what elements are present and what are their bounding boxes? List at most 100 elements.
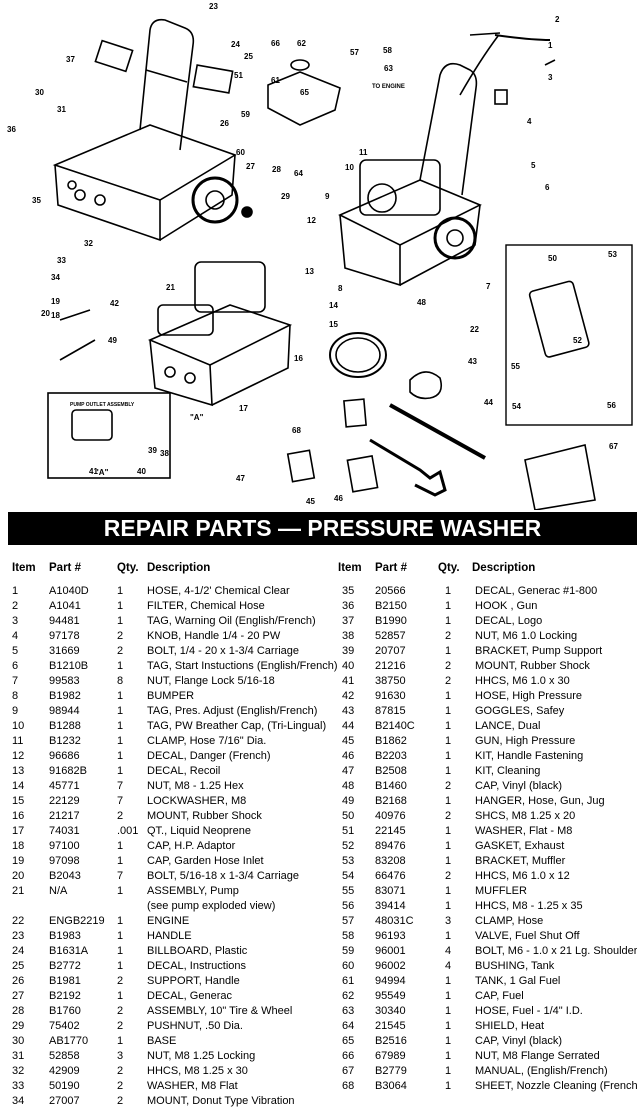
callout-62: 62 bbox=[297, 39, 306, 48]
table-cell-item: 51 bbox=[342, 825, 355, 837]
table-cell-item: 42 bbox=[342, 690, 355, 702]
table-cell-desc: NUT, M6 1.0 Locking bbox=[475, 630, 578, 642]
table-cell-desc: BOLT, 5/16-18 x 1-3/4 Carriage bbox=[147, 870, 300, 882]
table-cell-qty: 2 bbox=[445, 810, 452, 822]
callout-24: 24 bbox=[231, 40, 240, 49]
table-cell-item: 34 bbox=[12, 1095, 25, 1107]
table-cell-desc: HANGER, Hose, Gun, Jug bbox=[475, 795, 605, 807]
table-cell-desc: HOSE, 4-1/2' Chemical Clear bbox=[147, 585, 290, 597]
table-cell-item: 64 bbox=[342, 1020, 355, 1032]
fuel-tank bbox=[267, 71, 341, 126]
callout-42: 42 bbox=[110, 299, 119, 308]
table-cell-item: 33 bbox=[12, 1080, 25, 1092]
table-cell-desc: CLAMP, Hose bbox=[475, 915, 544, 927]
table-cell-desc: KIT, Handle Fastening bbox=[475, 750, 584, 762]
table-cell-desc: DECAL, Recoil bbox=[147, 765, 221, 777]
table-cell-desc: CAP, Garden Hose Inlet bbox=[147, 855, 264, 867]
table-cell-qty: 1 bbox=[117, 600, 124, 612]
callout-10: 10 bbox=[345, 163, 354, 172]
table-cell-desc: WASHER, Flat - M8 bbox=[475, 825, 573, 837]
callout-6: 6 bbox=[545, 183, 550, 192]
table-cell-item: 1 bbox=[12, 585, 19, 597]
table-cell-item: 66 bbox=[342, 1050, 355, 1062]
table-cell-desc: ASSEMBLY, 10" Tire & Wheel bbox=[147, 1005, 293, 1017]
table-cell-qty: 1 bbox=[445, 720, 452, 732]
table-cell-qty: 1 bbox=[445, 885, 452, 897]
table-cell-qty: 2 bbox=[117, 810, 124, 822]
table-cell-desc: MUFFLER bbox=[475, 885, 527, 897]
table-cell-part: B1288 bbox=[49, 720, 81, 732]
table-cell-desc: HOOK , Gun bbox=[475, 600, 538, 612]
table-cell-qty: 1 bbox=[117, 690, 124, 702]
table-cell-item: 7 bbox=[12, 675, 19, 687]
table-cell-item: 3 bbox=[12, 615, 19, 627]
callout-30: 30 bbox=[35, 88, 44, 97]
table-cell-qty: 1 bbox=[445, 825, 452, 837]
callout-40: 40 bbox=[137, 467, 146, 476]
table-cell-item: 5 bbox=[12, 645, 19, 657]
table-cell-item: 39 bbox=[342, 645, 355, 657]
table-cell-item: 35 bbox=[342, 585, 355, 597]
table-cell-part: 21545 bbox=[375, 1020, 406, 1032]
table-cell-part: 98944 bbox=[49, 705, 80, 717]
callout-29: 29 bbox=[281, 192, 290, 201]
table-cell-desc: DECAL, Instructions bbox=[147, 960, 247, 972]
callout-20: 20 bbox=[41, 309, 50, 318]
table-cell-desc: ASSEMBLY, Pump bbox=[147, 885, 239, 897]
table-cell-item: 6 bbox=[12, 660, 19, 672]
table-cell-item: 43 bbox=[342, 705, 355, 717]
table-cell-desc: TAG, PW Breather Cap, (Tri-Lingual) bbox=[147, 720, 327, 732]
table-cell-item: 56 bbox=[342, 900, 355, 912]
table-cell-desc: MOUNT, Rubber Shock bbox=[147, 810, 262, 822]
table-cell-part: B2150 bbox=[375, 600, 407, 612]
table-cell-part: 83208 bbox=[375, 855, 406, 867]
callout-35: 35 bbox=[32, 196, 41, 205]
table-cell-qty: 2 bbox=[117, 630, 124, 642]
table-cell-qty: 1 bbox=[117, 1035, 124, 1047]
table-cell-qty: 1 bbox=[445, 930, 452, 942]
table-cell-item: 30 bbox=[12, 1035, 25, 1047]
table-cell-qty: 1 bbox=[117, 750, 124, 762]
callout-23: 23 bbox=[209, 2, 218, 11]
table-cell-item: 40 bbox=[342, 660, 355, 672]
table-cell-part: 20566 bbox=[375, 585, 406, 597]
table-cell-item: 44 bbox=[342, 720, 355, 732]
header-item-left: Item bbox=[12, 562, 36, 574]
table-cell-qty: 1 bbox=[117, 960, 124, 972]
callout-58: 58 bbox=[383, 46, 392, 55]
table-cell-part: 50190 bbox=[49, 1080, 80, 1092]
table-cell-desc: NUT, M8 1.25 Locking bbox=[147, 1050, 256, 1062]
table-cell-desc: MOUNT, Rubber Shock bbox=[475, 660, 590, 672]
table-cell-qty: 1 bbox=[445, 690, 452, 702]
table-cell-part: B1983 bbox=[49, 930, 81, 942]
table-cell-qty: 2 bbox=[445, 870, 452, 882]
callout-43: 43 bbox=[468, 357, 477, 366]
table-cell-desc: KIT, Cleaning bbox=[475, 765, 541, 777]
wheel-left bbox=[191, 176, 239, 224]
section-title: REPAIR PARTS — PRESSURE WASHER bbox=[8, 512, 637, 545]
callout-7: 7 bbox=[486, 282, 491, 291]
table-cell-item: 2 bbox=[12, 600, 19, 612]
table-cell-desc: CAP, H.P. Adaptor bbox=[147, 840, 236, 852]
table-cell-part: B2508 bbox=[375, 765, 407, 777]
callout-64: 64 bbox=[294, 169, 303, 178]
callout-8: 8 bbox=[338, 284, 343, 293]
table-cell-desc: HHCS, M6 1.0 x 12 bbox=[475, 870, 570, 882]
table-cell-qty: 2 bbox=[117, 1005, 124, 1017]
table-cell-desc: CAP, Fuel bbox=[475, 990, 524, 1002]
table-cell-desc: DECAL, Logo bbox=[475, 615, 543, 627]
callout-60: 60 bbox=[236, 148, 245, 157]
hose-coil bbox=[329, 332, 387, 378]
table-cell-qty: 1 bbox=[445, 855, 452, 867]
table-cell-item: 65 bbox=[342, 1035, 355, 1047]
callout-50: 50 bbox=[548, 254, 557, 263]
table-cell-desc: GUN, High Pressure bbox=[475, 735, 576, 747]
callout-36: 36 bbox=[7, 125, 16, 134]
table-cell-item: 41 bbox=[342, 675, 355, 687]
table-cell-qty: .001 bbox=[117, 825, 139, 837]
table-cell-item: 62 bbox=[342, 990, 355, 1002]
callout-68: 68 bbox=[292, 426, 301, 435]
table-cell-item: 14 bbox=[12, 780, 25, 792]
table-cell-desc: ENGINE bbox=[147, 915, 190, 927]
table-cell-part: 45771 bbox=[49, 780, 80, 792]
